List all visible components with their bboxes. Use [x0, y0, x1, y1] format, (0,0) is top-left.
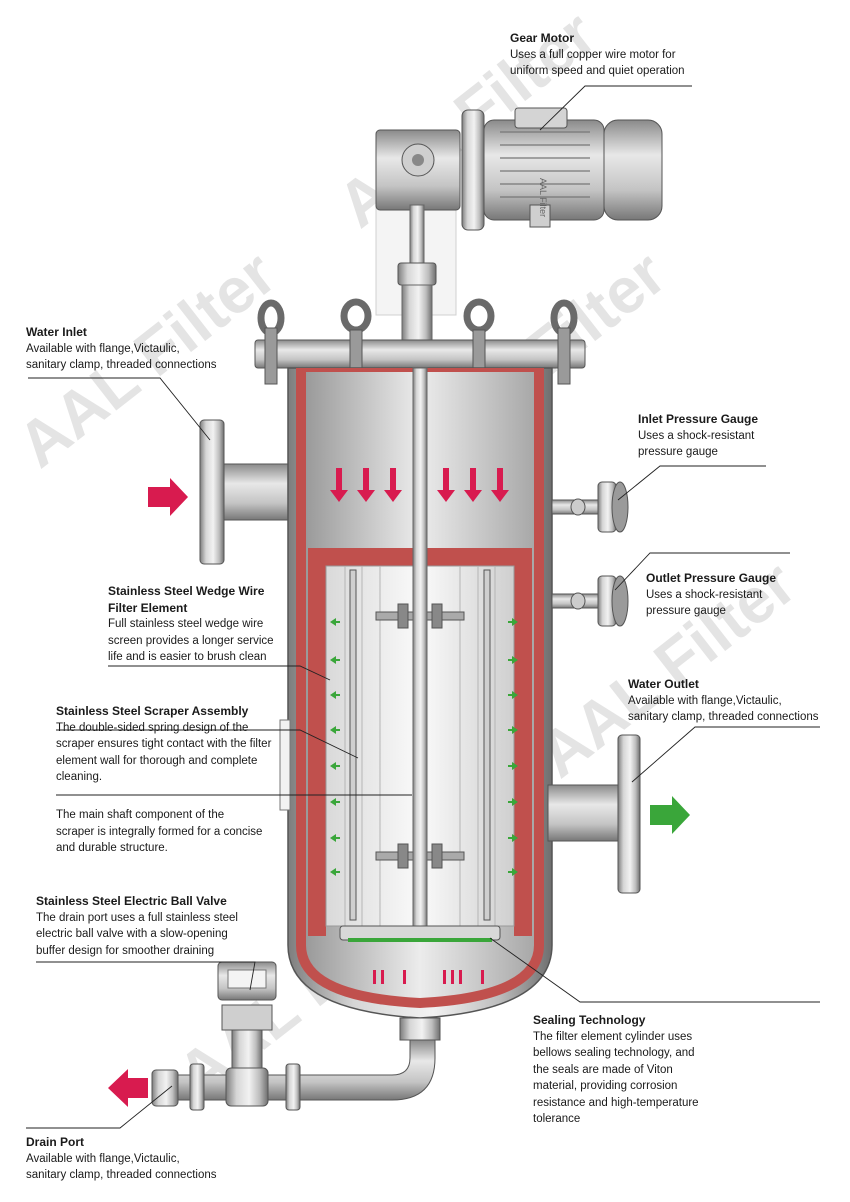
callout-title: Stainless Steel Scraper Assembly: [56, 704, 249, 718]
motor-label: AAL Filter: [538, 178, 548, 217]
callout-desc: Available with flange,Victaulic, sanitar…: [628, 694, 819, 724]
drive-shaft-upper: [409, 204, 425, 266]
callout-desc: The main shaft component of the scraper …: [56, 809, 263, 854]
callout-inlet-pressure-gauge: Inlet Pressure Gauge Uses a shock-resist…: [638, 411, 758, 461]
callout-desc: Full stainless steel wedge wire screen p…: [108, 618, 274, 663]
drain-flow-arrows: [373, 970, 484, 984]
callout-leader-lines: [26, 85, 820, 1129]
callout-title: Outlet Pressure Gauge: [646, 571, 777, 585]
inlet-flow-arrow: [148, 478, 188, 516]
shaft-coupling: [397, 262, 437, 286]
callout-filter-element: Stainless Steel Wedge Wire Filter Elemen…: [108, 583, 274, 666]
callout-water-outlet: Water Outlet Available with flange,Victa…: [628, 676, 819, 726]
water-inlet-pipe: [199, 419, 301, 565]
callout-title: Inlet Pressure Gauge: [638, 412, 759, 426]
callout-desc: Uses a full copper wire motor for unifor…: [510, 48, 685, 78]
callout-title: Stainless Steel Electric Ball Valve: [36, 894, 227, 908]
callout-water-inlet: Water Inlet Available with flange,Victau…: [26, 324, 217, 374]
callout-outlet-pressure-gauge: Outlet Pressure Gauge Uses a shock-resis…: [646, 570, 776, 620]
drain-flow-arrow: [108, 1069, 148, 1107]
flow-arrows-down: [330, 468, 509, 502]
callout-title: Gear Motor: [510, 31, 575, 45]
callout-main-shaft: The main shaft component of the scraper …: [56, 807, 262, 857]
water-outlet-pipe: [547, 734, 641, 894]
element-wall-right: [514, 566, 532, 936]
callout-sealing-technology: Sealing Technology The filter element cy…: [533, 1012, 699, 1128]
callout-scraper-assembly: Stainless Steel Scraper Assembly The dou…: [56, 703, 271, 786]
element-wall-left: [308, 566, 326, 936]
callout-title: Sealing Technology: [533, 1013, 646, 1027]
screen-lines: [344, 566, 496, 926]
inlet-pressure-gauge: [551, 481, 629, 533]
callout-desc: Uses a shock-resistant pressure gauge: [638, 429, 755, 459]
callout-gear-motor: Gear Motor Uses a full copper wire motor…: [510, 30, 685, 80]
name-plate: [279, 719, 291, 811]
bellows-seal: [339, 925, 501, 941]
outlet-pressure-gauge: [551, 575, 629, 627]
outlet-flow-arrow: [650, 796, 690, 834]
callout-desc: Available with flange,Victaulic, sanitar…: [26, 1152, 217, 1182]
callout-drain-port: Drain Port Available with flange,Victaul…: [26, 1134, 217, 1184]
callout-electric-ball-valve: Stainless Steel Electric Ball Valve The …: [36, 893, 238, 959]
flow-arrows-outward: [330, 618, 518, 876]
callout-desc: The drain port uses a full stainless ste…: [36, 911, 238, 957]
top-flange: [254, 339, 586, 369]
callout-title: Stainless Steel Wedge Wire Filter Elemen…: [108, 584, 265, 615]
gear-motor: AAL Filter: [375, 107, 663, 231]
shaft-seal-housing: [401, 284, 433, 346]
callout-desc: Available with flange,Victaulic, sanitar…: [26, 342, 217, 372]
callout-title: Drain Port: [26, 1135, 85, 1149]
viton-seal: [348, 938, 492, 942]
callout-title: Water Inlet: [26, 325, 87, 339]
main-shaft: [412, 367, 428, 939]
callout-desc: The double-sided spring design of the sc…: [56, 721, 272, 784]
callout-desc: Uses a shock-resistant pressure gauge: [646, 588, 763, 618]
callout-desc: The filter element cylinder uses bellows…: [533, 1030, 699, 1126]
callout-title: Water Outlet: [628, 677, 699, 691]
